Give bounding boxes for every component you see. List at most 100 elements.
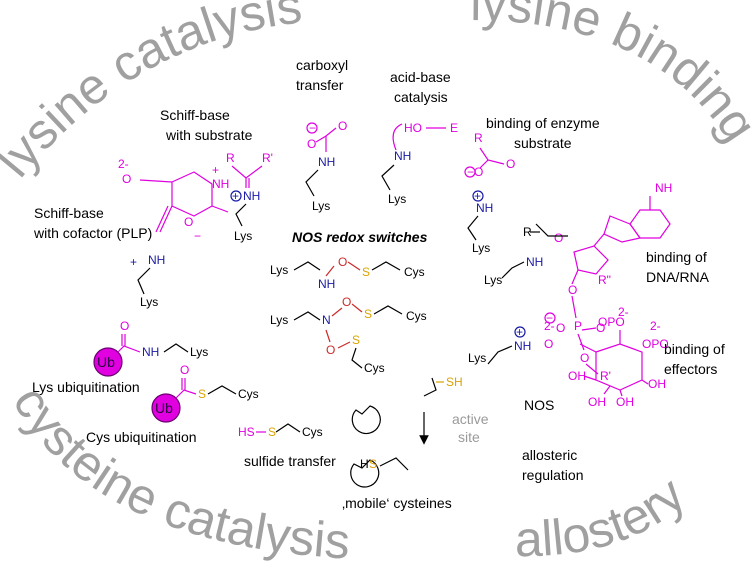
svg-text:S: S xyxy=(268,425,276,439)
svg-text:Cys: Cys xyxy=(406,309,427,323)
sulfide-transfer-label: sulfide transfer xyxy=(244,453,336,469)
svg-text:NH: NH xyxy=(212,177,229,191)
svg-text:O: O xyxy=(506,157,515,171)
svg-text:O: O xyxy=(544,337,553,351)
svg-text:O: O xyxy=(338,119,347,133)
mobile-cysteines-structure: SH H S xyxy=(350,375,463,488)
svg-text:O: O xyxy=(474,165,483,179)
svg-text:O: O xyxy=(556,321,565,335)
svg-text:2-: 2- xyxy=(650,319,661,333)
svg-text:H: H xyxy=(360,457,369,471)
svg-text:−: − xyxy=(546,311,553,325)
nos-switch-2: Lys N O S Cys O S Cys xyxy=(270,295,427,375)
svg-text:O: O xyxy=(122,172,131,186)
binding-dna-rna-label-2: DNA/RNA xyxy=(646,269,710,285)
svg-text:R": R" xyxy=(598,273,611,287)
acid-base-structure: HO E NH Lys xyxy=(381,121,458,206)
binding-enzyme-substrate-label-1: binding of enzyme xyxy=(486,115,600,131)
svg-text:O: O xyxy=(338,255,347,269)
svg-text:Ub: Ub xyxy=(97,354,115,370)
svg-text:SH: SH xyxy=(446,375,463,389)
svg-text:Lys: Lys xyxy=(484,273,502,287)
enzyme-substrate-structure: R O − O + NH Lys xyxy=(464,131,515,255)
svg-text:+: + xyxy=(516,325,523,339)
binding-effectors-label-2: effectors xyxy=(664,361,717,377)
svg-text:Ub: Ub xyxy=(155,400,173,416)
svg-text:Lys: Lys xyxy=(270,263,288,277)
allosteric-regulation-label-2: regulation xyxy=(522,467,584,483)
svg-text:Cys: Cys xyxy=(238,387,259,401)
svg-text:NH: NH xyxy=(243,189,260,203)
lysine-catalysis-heading: lysine catalysis xyxy=(0,0,305,187)
svg-text:OH: OH xyxy=(588,395,606,409)
svg-text:HO: HO xyxy=(404,121,422,135)
svg-text:NH: NH xyxy=(318,155,335,169)
svg-text:O: O xyxy=(342,295,351,309)
svg-text:N: N xyxy=(322,313,331,327)
svg-text:O: O xyxy=(184,215,193,229)
svg-text:S: S xyxy=(364,307,372,321)
cys-ubiquitination-structure: O Ub S Cys xyxy=(151,363,259,423)
svg-text:+: + xyxy=(212,163,219,177)
svg-text:P: P xyxy=(574,319,582,333)
svg-text:R': R' xyxy=(600,369,611,383)
svg-text:O: O xyxy=(180,363,189,377)
svg-text:Cys: Cys xyxy=(404,265,425,279)
svg-text:O: O xyxy=(554,231,563,245)
active-site-label-2: site xyxy=(458,429,480,445)
svg-text:HS: HS xyxy=(238,425,255,439)
carboxyl-transfer-structure: − O O NH Lys xyxy=(305,119,347,213)
carboxyl-transfer-label-1: carboxyl xyxy=(296,57,348,73)
svg-text:Cys: Cys xyxy=(364,361,385,375)
svg-text:Lys: Lys xyxy=(190,345,208,359)
nos-redox-switches-title: NOS redox switches xyxy=(292,229,428,245)
svg-text:NH: NH xyxy=(655,181,672,195)
svg-text:NH: NH xyxy=(526,255,543,269)
nos-switch-1: Lys NH O S Cys xyxy=(270,255,425,291)
active-site-label-1: active xyxy=(452,411,489,427)
sulfide-transfer-structure: HS S Cys xyxy=(238,423,323,439)
schiff-base-cofactor-label-2: with cofactor (PLP) xyxy=(33,225,152,241)
schiff-base-substrate-label-2: with substrate xyxy=(165,127,253,143)
svg-text:−: − xyxy=(467,165,474,179)
svg-text:−: − xyxy=(309,121,316,135)
svg-text:NH: NH xyxy=(394,149,411,163)
svg-text:R': R' xyxy=(262,151,273,165)
svg-text:+: + xyxy=(474,189,481,203)
svg-text:O: O xyxy=(307,137,316,151)
nucleotide-structure: NH O R R" O P − O O O R' NH Lys xyxy=(484,181,672,383)
svg-text:Lys: Lys xyxy=(140,295,158,309)
svg-text:R: R xyxy=(474,131,483,145)
svg-text:OH: OH xyxy=(648,377,666,391)
svg-text:Lys: Lys xyxy=(234,229,252,243)
ub-ball-cys xyxy=(151,393,181,423)
svg-text:O: O xyxy=(596,321,605,335)
svg-text:OH: OH xyxy=(616,395,634,409)
schiff-base-substrate-label-1: Schiff-base xyxy=(160,107,230,123)
svg-text:S: S xyxy=(362,265,370,279)
svg-text:S: S xyxy=(352,333,360,347)
carboxyl-transfer-label-2: transfer xyxy=(296,77,344,93)
cys-ubiquitination-label: Cys ubiquitination xyxy=(86,429,197,445)
svg-text:Lys: Lys xyxy=(468,351,486,365)
svg-text:−: − xyxy=(194,229,201,243)
svg-text:NH: NH xyxy=(514,339,531,353)
svg-text:S: S xyxy=(369,457,377,471)
svg-text:OPO: OPO xyxy=(642,337,669,351)
nos-label: NOS xyxy=(524,397,554,413)
svg-text:2-: 2- xyxy=(618,305,629,319)
schiff-base-cofactor-label-1: Schiff-base xyxy=(34,205,104,221)
svg-text:Lys: Lys xyxy=(472,241,490,255)
binding-dna-rna-label-1: binding of xyxy=(646,249,707,265)
ub-ball-lys xyxy=(93,347,123,377)
svg-text:Lys: Lys xyxy=(312,199,330,213)
svg-text:O: O xyxy=(326,343,335,357)
plp-cofactor-structure: 2- O + NH O − NH + Lys xyxy=(118,157,229,309)
inositol-phosphate-structure: 2- O OPO 2- 2- OPO OH OH OH OH xyxy=(544,305,669,409)
lys-ubiquitination-label: Lys ubiquitination xyxy=(32,379,140,395)
svg-text:+: + xyxy=(130,255,137,269)
svg-text:R: R xyxy=(226,151,235,165)
svg-text:2-: 2- xyxy=(544,319,555,333)
svg-text:NH: NH xyxy=(142,345,159,359)
svg-text:+: + xyxy=(232,189,239,203)
